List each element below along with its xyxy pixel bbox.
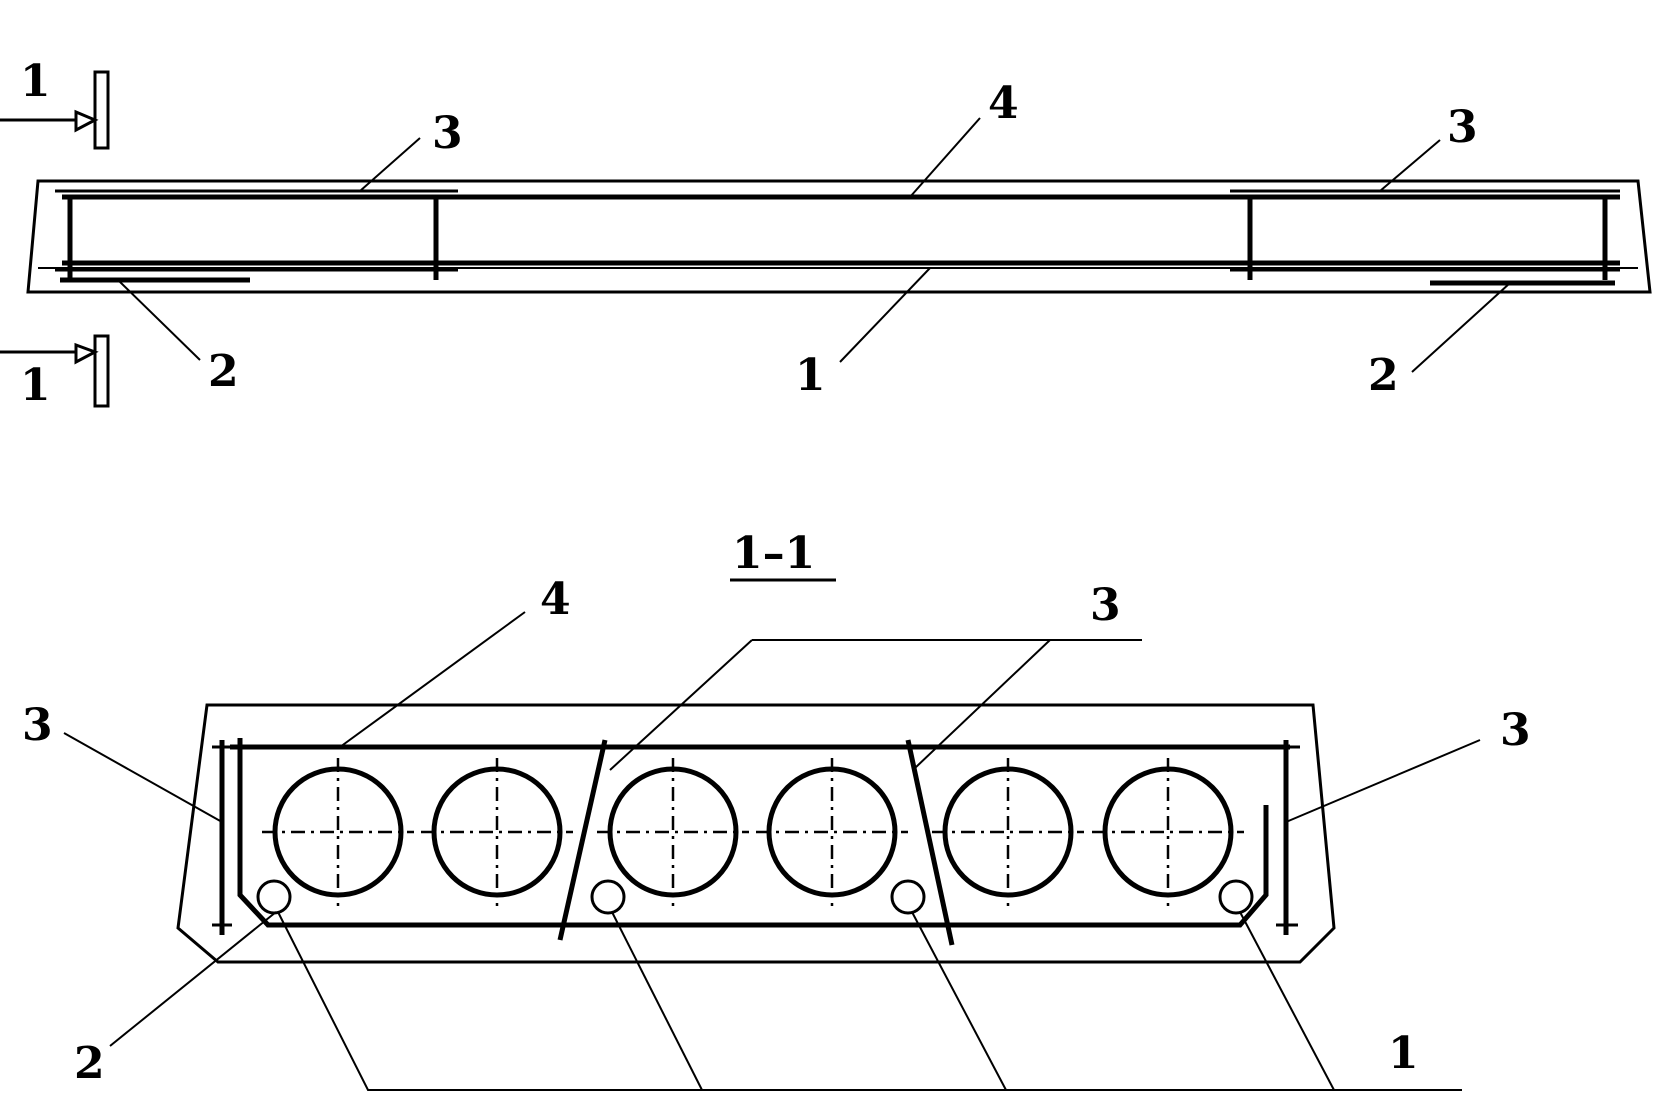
void-centerlines [262, 758, 1244, 906]
callout-bottom-1: 1 [1388, 1028, 1419, 1079]
right-cage [1230, 189, 1620, 286]
callout-left-2: 2 [208, 346, 239, 397]
rebar-circle [890, 879, 926, 915]
callout-left-3: 3 [432, 108, 463, 159]
section-title: 1–1 [732, 528, 815, 579]
slab-outline [26, 179, 1652, 294]
section-cage [212, 738, 1300, 946]
section-mark-top: 1 [0, 56, 110, 150]
callout-center-4: 4 [988, 78, 1019, 129]
bottom-rebars [256, 879, 1254, 915]
callout-top-4: 4 [540, 574, 571, 625]
rebar-circle [256, 879, 292, 915]
top-view: 1 1 3 4 3 2 1 2 [0, 56, 1652, 411]
callout-right-3-section: 3 [1500, 705, 1531, 756]
section-outline [176, 703, 1336, 964]
callout-bottom-2: 2 [74, 1038, 105, 1089]
callout-right-2: 2 [1368, 350, 1399, 401]
section-mark-bottom-label: 1 [20, 360, 51, 411]
callout-center-1: 1 [795, 350, 826, 401]
callout-top-3: 3 [1090, 580, 1121, 631]
section-mark-bottom: 1 [0, 334, 110, 411]
top-view-callouts: 3 4 3 2 1 2 [117, 78, 1511, 401]
callout-right-3: 3 [1447, 102, 1478, 153]
voids [272, 766, 1234, 898]
section-callouts: 4 3 3 3 2 1 [22, 574, 1531, 1091]
rebar-circle [1218, 879, 1254, 915]
left-cage [55, 189, 458, 283]
section-view: 1–1 [22, 528, 1531, 1091]
section-mark-top-label: 1 [20, 56, 51, 107]
rebar-circle [590, 879, 626, 915]
callout-left-3-section: 3 [22, 700, 53, 751]
